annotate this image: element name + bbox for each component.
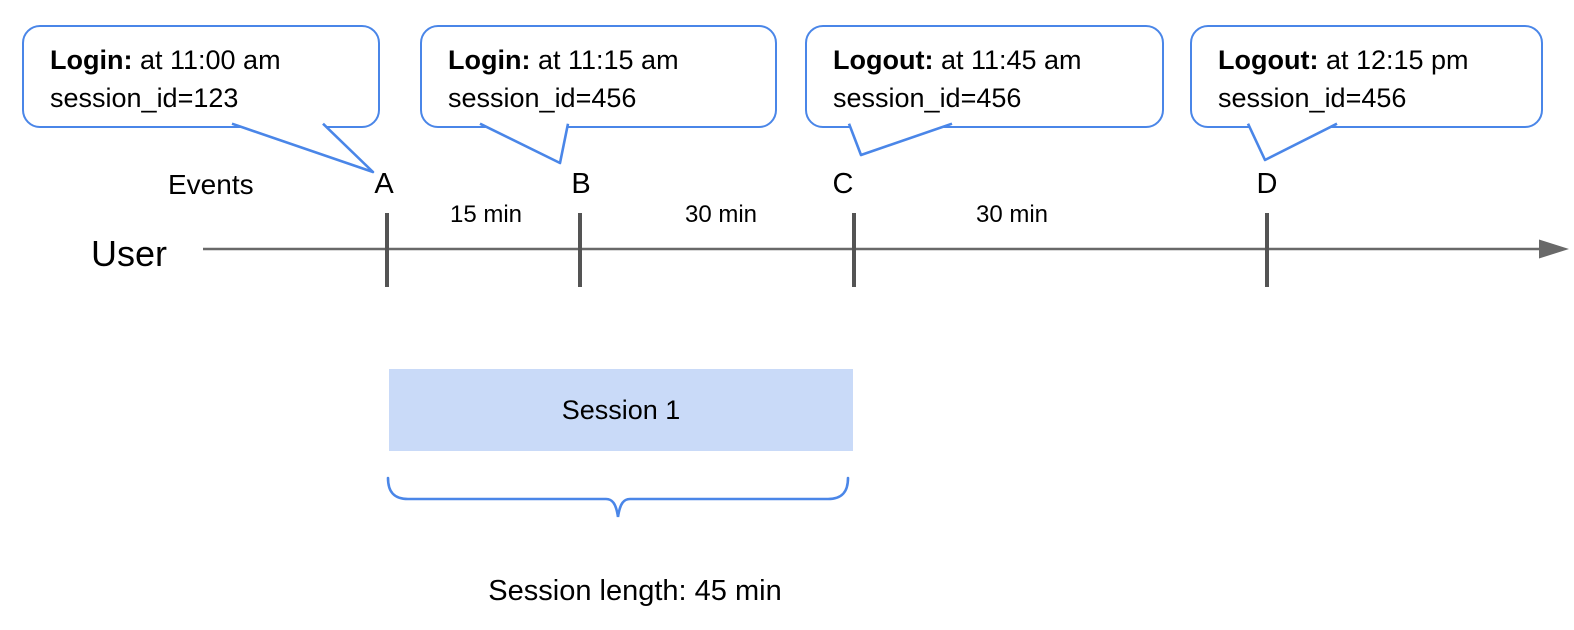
callout-session-id: session_id=456: [833, 83, 1022, 113]
callout-event-time: at 11:00 am: [132, 45, 281, 75]
callout-session-id: session_id=123: [50, 83, 239, 113]
callout-event-type: Logout:: [1218, 45, 1319, 75]
session-box: Session 1: [389, 369, 853, 451]
event-marker-a: A: [374, 168, 394, 200]
callout-line1: Login: at 11:15 am: [448, 41, 765, 79]
interval-label-ab: 15 min: [449, 201, 523, 228]
callout-event-type: Login:: [448, 45, 531, 75]
callout-line1: Logout: at 11:45 am: [833, 41, 1152, 79]
session-label: Session 1: [561, 394, 681, 425]
session-length-brace: [386, 476, 850, 518]
callout-tail-c: [847, 122, 953, 157]
interval-label-bc: 30 min: [684, 201, 758, 228]
callout-event-time: at 11:15 am: [530, 45, 679, 75]
user-axis-label: User: [91, 233, 168, 274]
timeline-arrowhead-icon: [1539, 239, 1569, 259]
interval-label-cd: 30 min: [975, 201, 1049, 228]
callout-tail-b: [479, 122, 570, 165]
callout-bubble-b: Login: at 11:15 am session_id=456: [420, 25, 777, 128]
callout-tail-a: [231, 122, 375, 174]
callout-bubble-a: Login: at 11:00 am session_id=123: [22, 25, 380, 128]
callout-event-time: at 12:15 pm: [1318, 45, 1469, 75]
session-length-label: Session length: 45 min: [488, 575, 782, 607]
callout-event-type: Login:: [50, 45, 133, 75]
callout-session-id: session_id=456: [448, 83, 637, 113]
event-marker-b: B: [571, 168, 591, 200]
callout-event-type: Logout:: [833, 45, 934, 75]
callout-tail-d: [1246, 122, 1338, 162]
callout-line1: Login: at 11:00 am: [50, 41, 368, 79]
callout-bubble-c: Logout: at 11:45 am session_id=456: [805, 25, 1164, 128]
callout-event-time: at 11:45 am: [933, 45, 1082, 75]
callout-bubble-d: Logout: at 12:15 pm session_id=456: [1190, 25, 1543, 128]
event-marker-d: D: [1256, 168, 1278, 200]
events-label: Events: [168, 169, 254, 200]
event-marker-c: C: [832, 168, 854, 200]
callout-line1: Logout: at 12:15 pm: [1218, 41, 1531, 79]
callout-session-id: session_id=456: [1218, 83, 1407, 113]
